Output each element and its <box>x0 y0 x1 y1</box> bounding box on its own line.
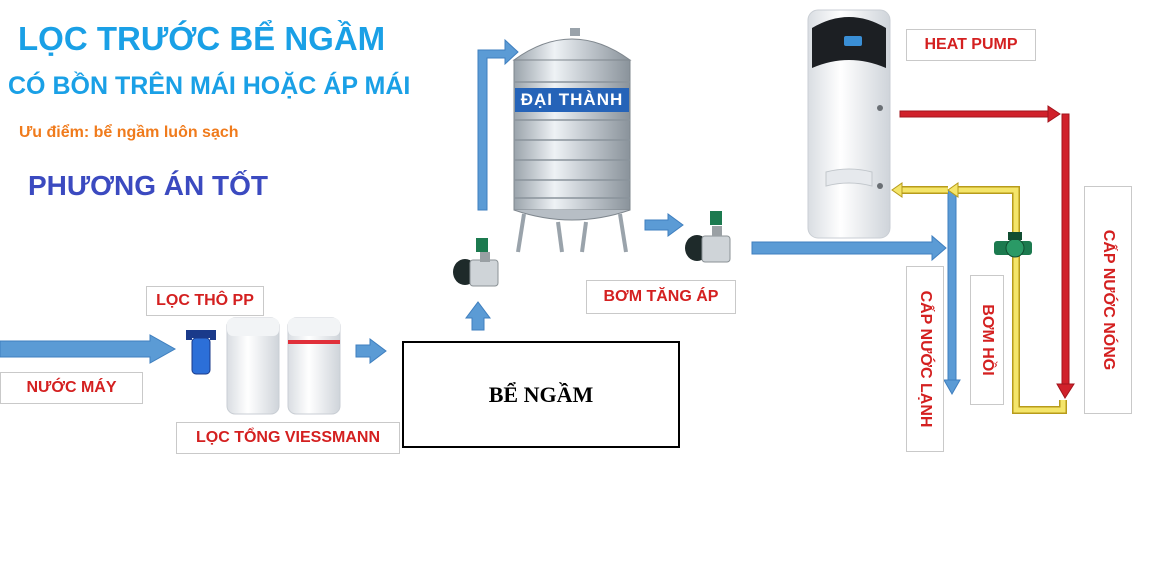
arrow-tap-water <box>0 334 177 364</box>
label-return-pump: BƠM HỒI <box>970 275 1004 405</box>
pump-graphic-2 <box>685 211 731 263</box>
label-hot-water-supply: CẤP NƯỚC NÓNG <box>1084 186 1132 414</box>
roof-tank-graphic <box>512 28 632 253</box>
label-viessmann-filter: LỌC TỔNG VIESSMANN <box>176 422 400 454</box>
return-pump-graphic <box>994 232 1032 258</box>
arrow-to-tank <box>355 338 387 364</box>
label-booster-pump: BƠM TĂNG ÁP <box>586 280 736 314</box>
arrow-tank-to-booster <box>644 213 684 237</box>
pump-graphic-1 <box>453 238 499 287</box>
pipe-up-to-roof-tank <box>477 38 519 211</box>
tank-brand-label: ĐẠI THÀNH <box>520 90 624 109</box>
arrow-booster-to-heatpump <box>751 234 947 262</box>
label-tap-water: NƯỚC MÁY <box>0 372 143 404</box>
label-return-pump-text: BƠM HỒI <box>979 304 996 376</box>
verdict-text: PHƯƠNG ÁN TỐT <box>28 170 268 201</box>
heat-pump-graphic <box>807 9 891 239</box>
title-line-1: LỌC TRƯỚC BỂ NGẦM <box>18 20 386 57</box>
label-pp-filter: LỌC THÔ PP <box>146 286 264 316</box>
underground-tank: BỂ NGẦM <box>402 341 680 448</box>
advantage-text: Ưu điểm: bể ngầm luôn sạch <box>19 124 239 141</box>
label-heat-pump: HEAT PUMP <box>906 29 1036 61</box>
label-cold-water-supply: CẤP NƯỚC LẠNH <box>906 266 944 452</box>
viessmann-filter-graphic <box>226 317 341 415</box>
arrow-up-to-pump <box>465 301 491 331</box>
label-hot-water-supply-text: CẤP NƯỚC NÓNG <box>1100 229 1117 371</box>
label-cold-water-supply-text: CẤP NƯỚC LẠNH <box>917 290 934 428</box>
pp-filter-graphic <box>186 330 216 375</box>
title-line-2: CÓ BỒN TRÊN MÁI HOẶC ÁP MÁI <box>8 72 411 100</box>
